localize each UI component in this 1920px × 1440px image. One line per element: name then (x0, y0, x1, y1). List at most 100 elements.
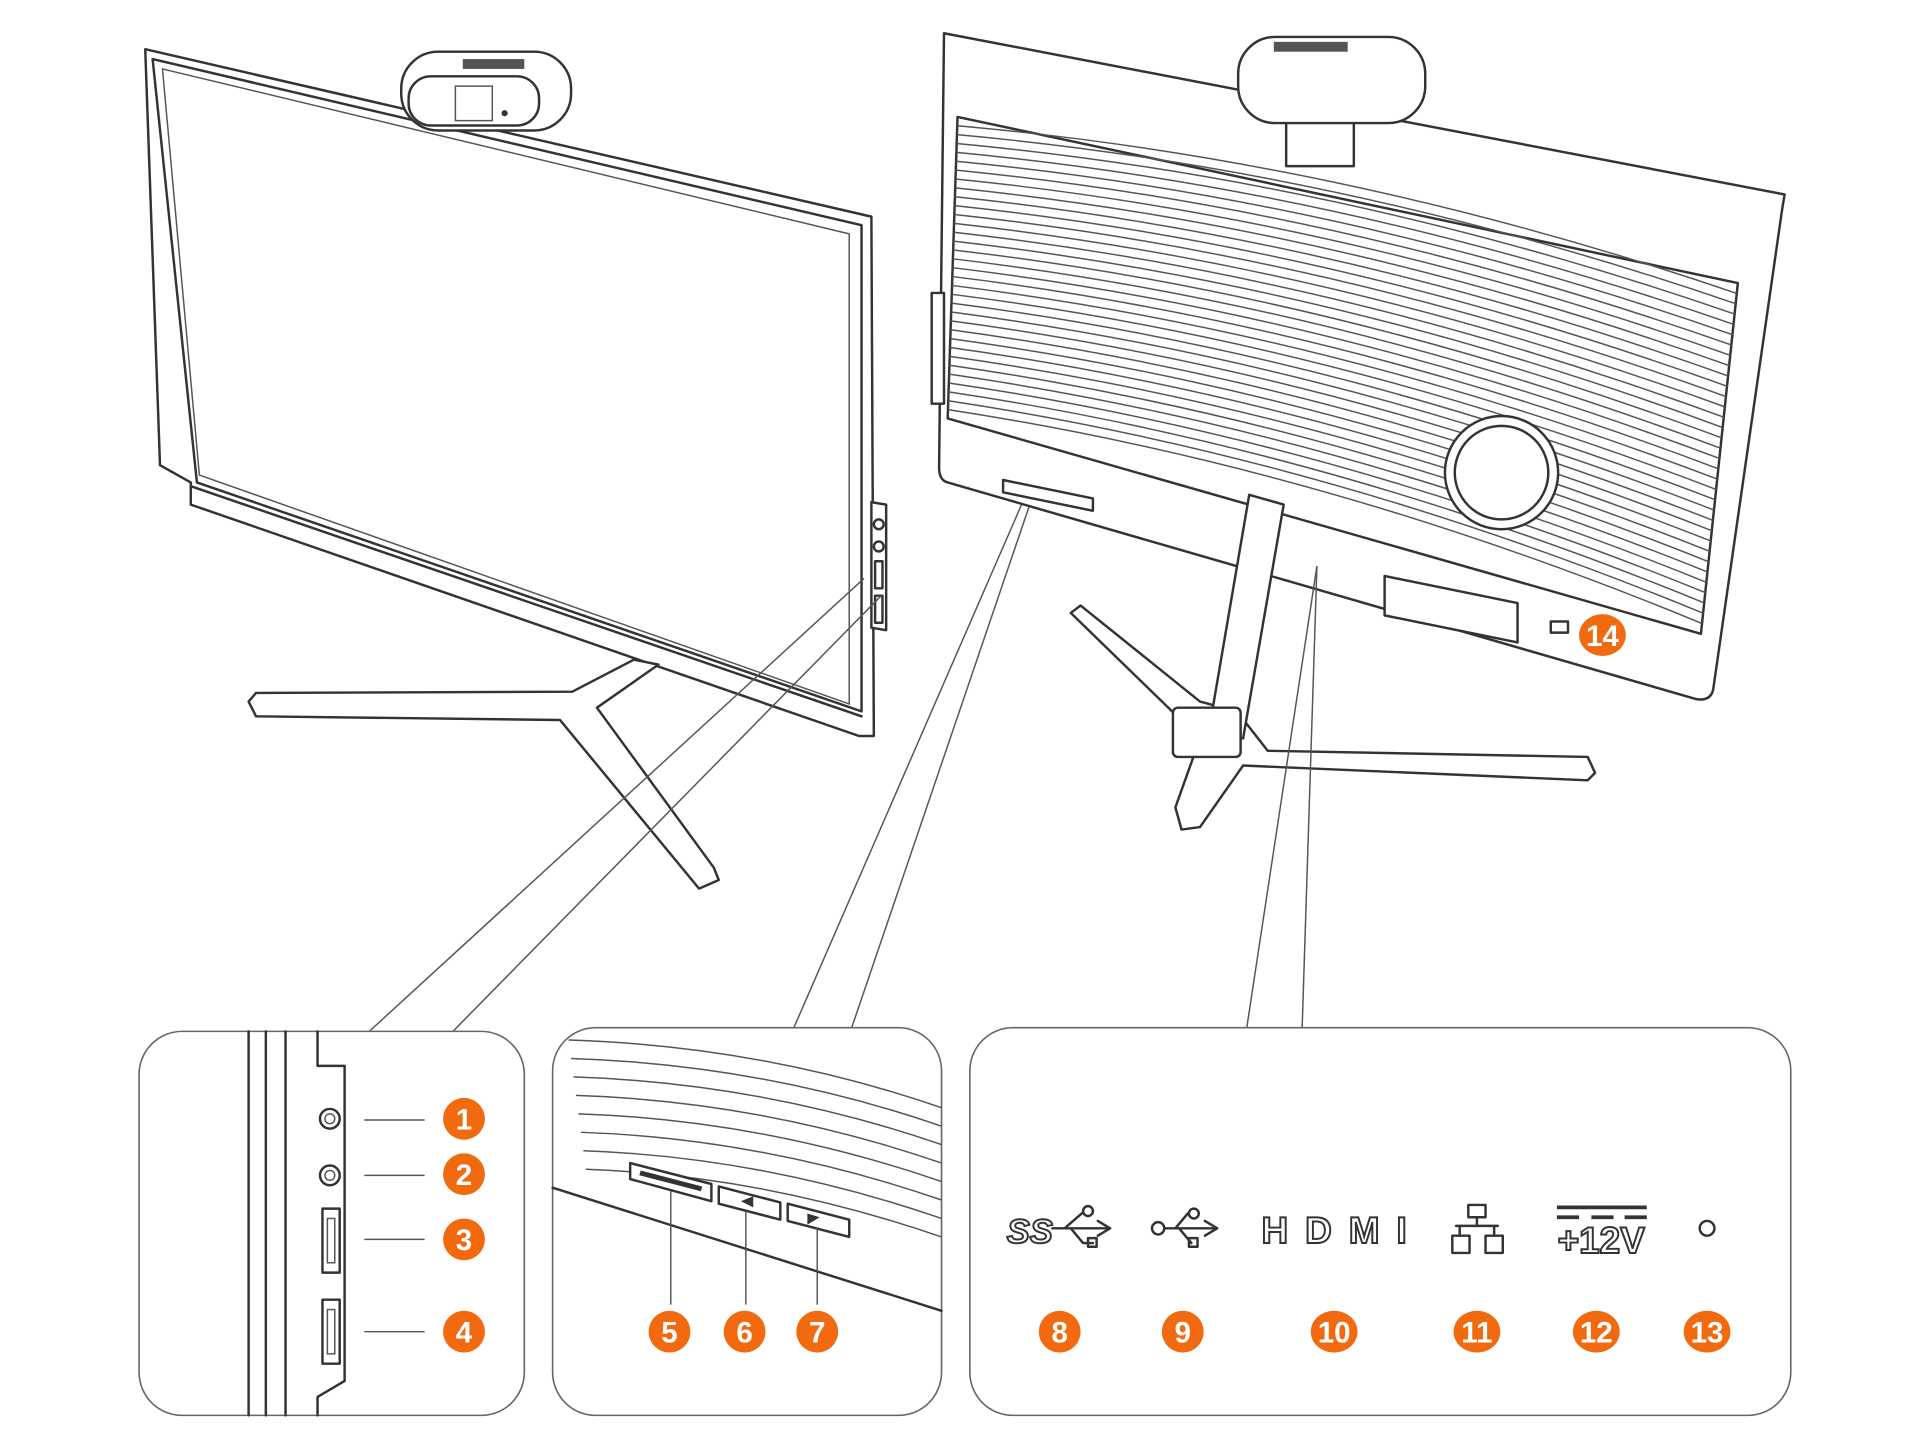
badge-circle (1038, 1310, 1081, 1353)
vent-line (951, 302, 1716, 501)
callout-badge-11: 11 (1453, 1310, 1501, 1353)
badge-number: 1 (456, 1103, 472, 1136)
badge-number: 4 (456, 1316, 473, 1349)
vent-line (955, 187, 1730, 367)
callout-bottom-buttons (551, 1026, 943, 1417)
badge-number: 11 (1461, 1316, 1492, 1349)
badge-circle (796, 1310, 839, 1353)
vent-line (951, 293, 1717, 491)
badge-circle (648, 1310, 691, 1353)
badge-number: 12 (1580, 1316, 1613, 1349)
audio-jack-icon (318, 1164, 341, 1187)
vent-line (956, 142, 1735, 315)
vent-line (954, 196, 1729, 377)
vent-line (953, 240, 1723, 429)
callout-badge-5: 5 (648, 1310, 691, 1353)
callout-badge-7: 7 (796, 1310, 839, 1353)
badge-number: 5 (661, 1316, 677, 1349)
vent-line (955, 169, 1732, 346)
vent-line (948, 399, 1704, 614)
vent-line (954, 204, 1728, 387)
callout-rear-ports: SS HDMI +12V (969, 1026, 1792, 1417)
badge-number: 10 (1318, 1316, 1351, 1349)
svg-text:+12V: +12V (1558, 1220, 1646, 1261)
vent-line (953, 249, 1722, 439)
vent-line (956, 151, 1734, 326)
vent-line (571, 1057, 942, 1127)
vent-line (949, 373, 1707, 583)
badge-circle (443, 1153, 485, 1196)
badge-circle (1572, 1310, 1620, 1353)
vent-line (580, 1131, 942, 1201)
vent-line (575, 1094, 942, 1164)
front-monitor (144, 48, 888, 890)
badge-number: 8 (1051, 1316, 1067, 1349)
vent-line (955, 178, 1731, 356)
vent-line (953, 231, 1724, 418)
callout-badge-3: 3 (443, 1218, 485, 1261)
dc-12v-icon: +12V (1557, 1205, 1647, 1262)
callout-badge-14: 14 (1579, 614, 1626, 656)
badge-number: 3 (456, 1224, 472, 1257)
badge-number: 9 (1175, 1316, 1191, 1349)
vent-line (951, 311, 1715, 511)
vent-line (578, 1113, 942, 1183)
callout-badge-8: 8 (1038, 1310, 1081, 1353)
badge-circle (443, 1097, 485, 1140)
vent-line (573, 1076, 942, 1146)
badge-circle (1683, 1310, 1731, 1353)
left-button-icon (717, 1185, 782, 1221)
callout-badge-12: 12 (1572, 1310, 1620, 1353)
callout-badge-2: 2 (443, 1153, 485, 1196)
power-led-icon (1698, 1219, 1716, 1237)
vent-line (949, 364, 1708, 573)
badge-number: 2 (456, 1159, 472, 1192)
svg-text:SS: SS (1007, 1213, 1053, 1251)
usb-icon (1150, 1207, 1219, 1248)
vent-line (948, 391, 1705, 604)
callout-badge-9: 9 (1161, 1310, 1204, 1353)
callout-badge-4: 4 (443, 1310, 485, 1353)
vent-line (568, 1039, 942, 1109)
badge-circle (443, 1310, 485, 1353)
vent-grille (947, 125, 1738, 625)
usb-a-icon (321, 1207, 341, 1274)
badge-circle (1161, 1310, 1204, 1353)
vent-line (952, 258, 1721, 449)
callout-badge-6: 6 (723, 1310, 766, 1353)
badge-number: 7 (809, 1316, 825, 1349)
badge-circle (1579, 614, 1626, 656)
audio-jack-icon (318, 1107, 341, 1130)
vent-line (954, 213, 1727, 398)
webcam (400, 50, 573, 132)
usb-a-icon (321, 1298, 341, 1365)
vent-line (950, 337, 1711, 542)
callout-badge-10: 10 (1310, 1310, 1358, 1353)
badge-number: 6 (736, 1316, 752, 1349)
vent-line (956, 160, 1733, 336)
vent-line (947, 408, 1703, 625)
badge-number: 13 (1691, 1316, 1724, 1349)
vent-line (949, 355, 1709, 563)
badge-number: 14 (1586, 620, 1619, 653)
rear-webcam (1236, 35, 1427, 168)
vent-line (953, 222, 1726, 408)
badge-circle (1453, 1310, 1501, 1353)
badge-circle (723, 1310, 766, 1353)
leader-lines (368, 504, 1318, 1032)
rear-monitor (930, 32, 1786, 831)
vent-line (957, 125, 1738, 295)
ethernet-icon (1451, 1203, 1504, 1255)
right-button-icon (786, 1202, 851, 1239)
vent-line (950, 320, 1714, 522)
vent-line (949, 346, 1710, 552)
callout-badge-13: 13 (1683, 1310, 1731, 1353)
callout-side-ports (138, 1030, 526, 1417)
vent-line (952, 275, 1719, 470)
usb3-superspeed-icon: SS (1006, 1204, 1112, 1252)
vent-line (956, 133, 1736, 305)
badge-circle (1310, 1310, 1358, 1353)
vent-line (948, 382, 1706, 594)
